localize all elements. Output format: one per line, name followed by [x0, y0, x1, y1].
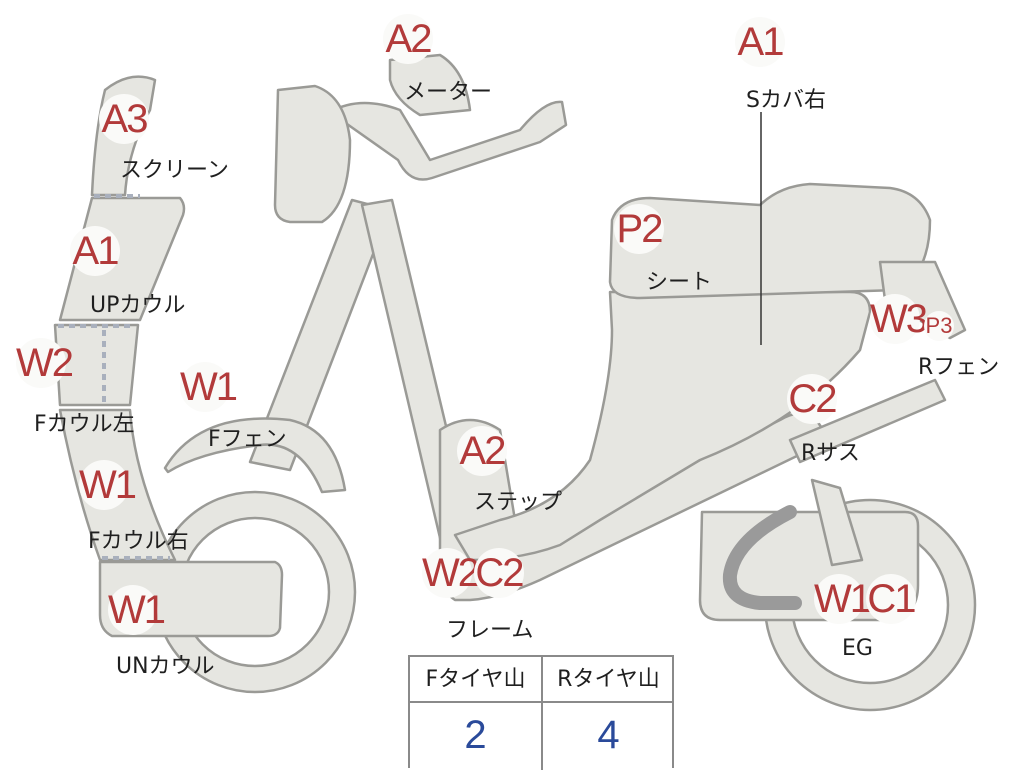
r-fender-label: Rフェン — [918, 355, 1000, 380]
up-cowl-code: A1 — [70, 226, 120, 276]
seat-code: P2 — [614, 204, 664, 254]
scover-right-label: Sカバ右 — [746, 88, 826, 113]
headlight-block — [273, 84, 352, 224]
engine-code-2: C1 — [866, 574, 917, 624]
f-cowl-right-code: W1 — [79, 460, 137, 510]
rear-tire-header: Rタイヤ山 — [543, 657, 674, 703]
handlebar — [328, 100, 568, 181]
exhaust-pipe — [722, 505, 802, 610]
front-tire-header: Fタイヤ山 — [410, 657, 541, 703]
meter-shape — [388, 53, 472, 117]
front-tire-value: 2 — [464, 713, 487, 757]
f-cowl-right-label: Fカウル右 — [88, 529, 189, 554]
seat-shape — [608, 182, 932, 300]
up-cowl-label: UPカウル — [90, 293, 186, 318]
step-code: A2 — [457, 426, 507, 476]
f-fender-code: W1 — [180, 362, 238, 412]
rear-suspension — [810, 478, 864, 567]
scover-right-code: A1 — [735, 17, 785, 67]
screen-code: A3 — [99, 94, 149, 144]
engine-code: W1 — [814, 574, 872, 624]
meter-code: A2 — [383, 14, 433, 64]
rear-tire-value: 4 — [597, 713, 620, 757]
r-fender-code: W3 — [870, 294, 928, 344]
frame-label: フレーム — [446, 618, 534, 643]
tire-tread-table: Fタイヤ山 Rタイヤ山 2 4 — [408, 655, 674, 770]
meter-label: メーター — [404, 80, 493, 105]
frame-code: W2 — [422, 548, 480, 598]
table-divider — [541, 657, 543, 770]
step-label: ステップ — [474, 490, 563, 515]
r-suspension-code: C2 — [787, 374, 838, 424]
r-suspension-label: Rサス — [801, 441, 860, 466]
f-cowl-left-label: Fカウル左 — [34, 412, 135, 437]
front-fender — [163, 417, 347, 494]
seat-label: シート — [646, 270, 713, 295]
engine-label: EG — [842, 636, 873, 661]
un-cowl-label: UNカウル — [116, 654, 215, 679]
r-fender-code-2: P3 — [924, 311, 954, 341]
screen-label: スクリーン — [120, 158, 229, 183]
frame-code-2: C2 — [474, 548, 525, 598]
f-fender-label: Fフェン — [208, 427, 287, 452]
un-cowl-code: W1 — [108, 585, 166, 635]
f-cowl-left-code: W2 — [16, 338, 74, 388]
rear-arm-bar — [788, 378, 947, 464]
